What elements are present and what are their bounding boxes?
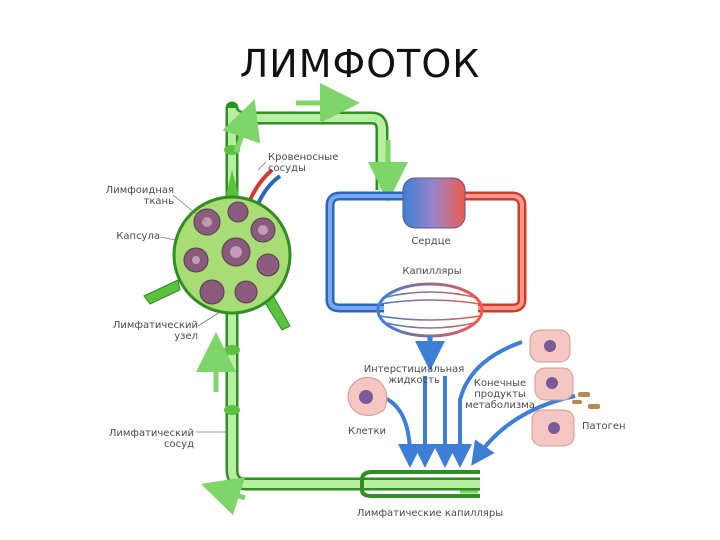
label-line: сосуды [268, 163, 306, 174]
label-lymphoid-tissue: Лимфоидная ткань [100, 185, 174, 207]
label-line: Лимфоидная [105, 185, 174, 196]
label-lymph-node: Лимфатический узел [100, 320, 198, 342]
label-blood-vessels: Кровеносные сосуды [268, 152, 338, 174]
label-interstitial-fluid: Интерстициальная жидкость [358, 364, 470, 386]
blood-circulation [325, 177, 527, 371]
label-line: Кровеносные [268, 152, 339, 163]
label-lymph-vessel: Лимфатический сосуд [100, 428, 194, 450]
label-pathogen: Патоген [582, 421, 626, 432]
label-line: метаболизма [465, 400, 535, 411]
label-capillaries: Капилляры [402, 266, 462, 277]
label-metabolic-products: Конечные продукты метаболизма [458, 378, 542, 411]
label-line: Конечные [473, 378, 527, 389]
lymph-node [143, 170, 292, 331]
cell-mid [534, 367, 574, 401]
heart-shape [402, 177, 466, 229]
flow-arrows [196, 83, 478, 516]
cell-left [347, 376, 388, 416]
page-title: ЛИМФОТОК [239, 42, 481, 86]
cell-top [529, 329, 571, 363]
label-capsule: Капсула [116, 231, 160, 242]
label-lymph-capillary: Лимфатические капилляры [356, 508, 504, 519]
label-line: Лимфатический [112, 320, 198, 331]
interstitial-flow [384, 340, 576, 468]
pointer-lines [159, 161, 267, 433]
cell-bottom [531, 409, 575, 447]
tissue-cells [347, 329, 575, 447]
label-line: сосуд [164, 439, 194, 450]
pathogens [572, 392, 600, 409]
label-cells: Клетки [348, 426, 387, 437]
label-line: узел [174, 331, 198, 342]
label-heart: Сердце [411, 236, 451, 247]
label-line: ткань [143, 196, 174, 207]
label-line: жидкость [388, 375, 440, 386]
label-line: Лимфатический [108, 428, 194, 439]
label-line: Интерстициальная [363, 364, 465, 375]
blood-vessels-small [248, 168, 282, 205]
label-line: продукты [474, 389, 526, 400]
